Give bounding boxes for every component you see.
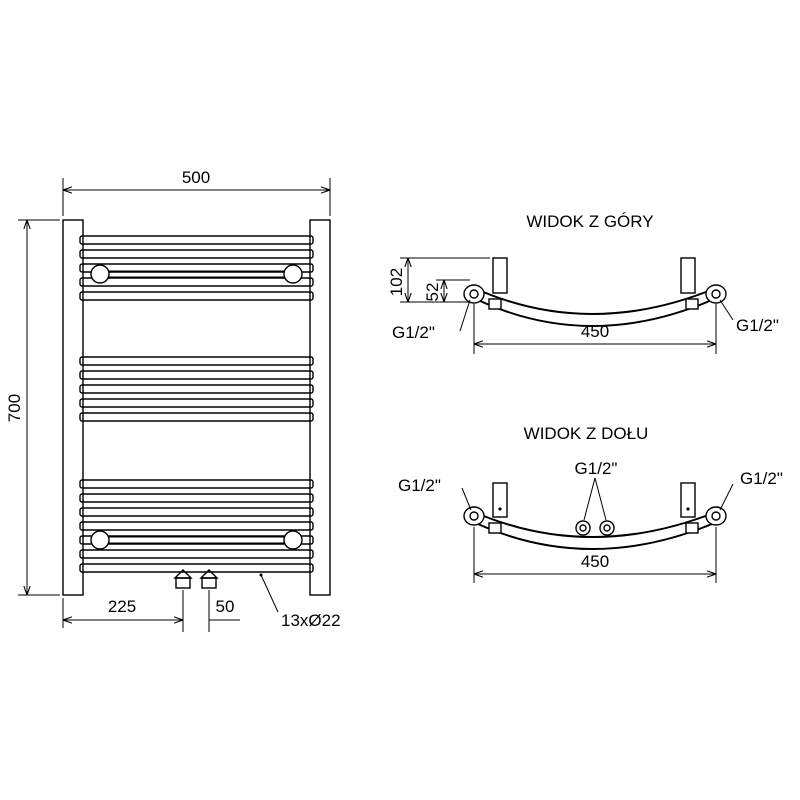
mounting-bracket-top bbox=[90, 264, 303, 284]
wall-bracket-right bbox=[680, 482, 696, 518]
bottom-left-connection-label: G1/2" bbox=[398, 476, 441, 495]
radiator-curve bbox=[473, 511, 717, 538]
bottom-connection-left bbox=[173, 569, 193, 589]
top-view-title: WIDOK Z GÓRY bbox=[526, 212, 653, 231]
front-view: 500 700 225 50 13xØ22 bbox=[5, 168, 341, 632]
tube bbox=[79, 370, 314, 380]
depth-partial: 52 bbox=[423, 283, 442, 302]
tube bbox=[79, 384, 314, 394]
mounting-bracket-bottom bbox=[90, 530, 303, 550]
top-connection-spacing: 450 bbox=[581, 322, 609, 341]
tube bbox=[79, 356, 314, 366]
tube-group-bottom bbox=[79, 479, 314, 573]
tube bbox=[79, 549, 314, 559]
wall-bracket-left bbox=[492, 482, 508, 518]
bottom-middle-connection-label: G1/2" bbox=[575, 459, 618, 478]
tube bbox=[79, 235, 314, 245]
bottom-right-connection-label: G1/2" bbox=[740, 469, 783, 488]
tube bbox=[79, 521, 314, 531]
bottom-connection-spacing: 450 bbox=[581, 552, 609, 571]
bracket-cap-left bbox=[90, 530, 110, 550]
tube bbox=[79, 249, 314, 259]
tube bbox=[79, 277, 314, 287]
tube-group-middle bbox=[79, 356, 314, 422]
tube bbox=[79, 479, 314, 489]
wall-bracket-left bbox=[492, 257, 508, 294]
bottom-view: WIDOK Z DOŁU G1/2" G1/2" G1/2" 45 bbox=[398, 424, 783, 583]
bottom-view-title: WIDOK Z DOŁU bbox=[524, 424, 649, 443]
pipe-spacing-dimension: 50 bbox=[216, 597, 235, 616]
top-right-connection-label: G1/2" bbox=[736, 316, 779, 335]
height-dimension: 700 bbox=[5, 394, 24, 422]
bracket-cap-left bbox=[90, 264, 110, 284]
width-dimension: 500 bbox=[182, 168, 210, 187]
tube bbox=[79, 507, 314, 517]
top-view: WIDOK Z GÓRY 102 52 G1/2" G1/2" 450 bbox=[387, 212, 779, 354]
top-left-connection-label: G1/2" bbox=[392, 323, 435, 342]
tube bbox=[79, 493, 314, 503]
depth-total: 102 bbox=[387, 268, 406, 296]
tube bbox=[79, 263, 314, 273]
tube-spec-label: 13xØ22 bbox=[281, 611, 341, 630]
offset-dimension: 225 bbox=[108, 597, 136, 616]
tube bbox=[79, 291, 314, 301]
tube bbox=[79, 563, 314, 573]
tube-group-top bbox=[79, 235, 314, 301]
wall-bracket-right bbox=[680, 257, 696, 294]
tube bbox=[79, 412, 314, 422]
bottom-connection-right bbox=[199, 569, 219, 589]
radiator-curve bbox=[473, 287, 717, 315]
bracket-cap-right bbox=[283, 530, 303, 550]
tube bbox=[79, 398, 314, 408]
tube bbox=[79, 535, 314, 545]
bracket-cap-right bbox=[283, 264, 303, 284]
